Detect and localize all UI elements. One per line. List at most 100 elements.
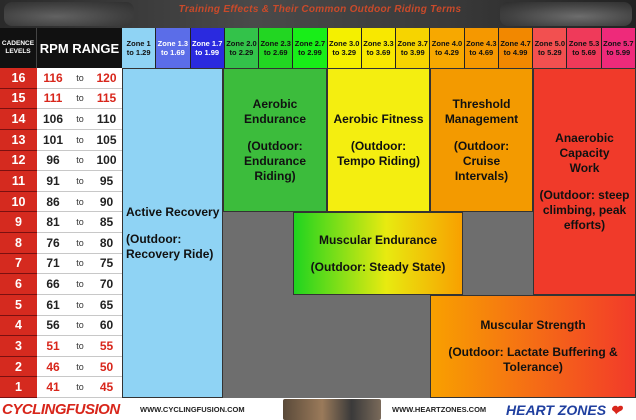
active-recovery-outdoor: (Outdoor: Recovery Ride) [126,231,214,261]
cyclist-photo-right [500,2,632,26]
zone-header-8: Zone 3.3 to 3.69 [361,28,397,68]
rpm-low: 46 [46,359,60,374]
cadence-levels-label: CADENCE LEVELS [1,40,35,55]
cadence-level-cell: 2 [0,356,37,378]
rpm-to: to [76,134,84,145]
aerobic-fitness-outdoor: (Outdoor: Tempo Riding) [336,138,421,168]
aerobic-endurance-block: Aerobic Endurance (Outdoor: Endurance Ri… [223,68,327,212]
rpm-high: 60 [99,318,114,333]
rpm-low: 41 [46,380,60,395]
rpm-to: to [76,217,84,228]
rpm-low: 76 [46,235,60,250]
cadence-level-cell: 1 [0,377,37,398]
zone-header-3: Zone 1.7 to 1.99 [190,28,225,68]
active-recovery-block: Active Recovery (Outdoor: Recovery Ride) [122,68,223,398]
zone-header-1: Zone 1 to 1.29 [122,28,157,68]
rpm-to: to [76,320,84,331]
muscular-strength-title: Muscular Strength [480,318,586,332]
cadence-level-cell: 12 [0,150,37,172]
rpm-high: 70 [99,277,114,292]
rpm-low: 96 [46,153,60,168]
zone-header-9: Zone 3.7 to 3.99 [396,28,431,68]
cadence-level-cell: 9 [0,212,37,233]
rpm-high: 80 [99,235,114,250]
rpm-high: 75 [99,256,114,271]
rpm-low: 111 [43,91,63,106]
rpm-high: 110 [96,112,117,127]
zone-header-6: Zone 2.7 to 2.99 [293,28,328,68]
rpm-range-row: 86 to 90 [37,191,122,213]
rpm-low: 86 [46,194,60,209]
rpm-high: 90 [99,194,114,209]
muscular-endurance-block: Muscular Endurance (Outdoor: Steady Stat… [293,212,463,295]
rpm-high: 100 [96,153,117,168]
anaerobic-title: Anaerobic Capacity Work [555,130,614,175]
zone-header-5: Zone 2.3 to 2.69 [259,28,294,68]
cadence-level-cell: 4 [0,315,37,337]
rpm-to: to [76,382,84,393]
heartzones-url-link[interactable]: WWW.HEARTZONES.COM [392,403,512,417]
rpm-high: 120 [96,70,117,85]
zone-header-7: Zone 3.0 to 3.29 [327,28,362,68]
rpm-low: 101 [42,132,64,147]
rpm-low: 66 [46,277,60,292]
rpm-low: 56 [46,318,60,333]
zone-header-13: Zone 5.0 to 5.29 [533,28,568,68]
rpm-to: to [76,279,84,290]
aerobic-fitness-title: Aerobic Fitness [333,111,424,126]
heartzones-logo: HEART ZONES ❤ [506,400,636,420]
zone-header-14: Zone 5.3 to 5.69 [567,28,602,68]
cadence-level-cell: 3 [0,336,37,357]
anaerobic-capacity-block: Anaerobic Capacity Work (Outdoor: steep … [533,68,636,295]
rpm-range-row: 61 to 65 [37,294,122,316]
rpm-low: 81 [46,215,60,230]
rpm-high: 105 [96,132,117,147]
cyclingfusion-logo: CYCLINGFUSION [0,399,130,420]
rpm-range-row: 56 to 60 [37,315,122,337]
footer-cyclist-photo [283,399,381,420]
rpm-low: 51 [46,338,60,353]
rpm-to: to [76,196,84,207]
rpm-high: 85 [99,215,114,230]
cadence-levels-header: CADENCE LEVELS [0,28,37,68]
cyclingfusion-url-link[interactable]: WWW.CYCLINGFUSION.COM [140,403,280,417]
threshold-title: Threshold Management [444,96,519,126]
rpm-to: to [76,155,84,166]
rpm-low: 61 [46,297,60,312]
rpm-low: 71 [46,256,60,271]
muscular-endurance-title: Muscular Endurance [318,232,438,247]
rpm-range-label: RPM RANGE [39,40,120,56]
muscular-endurance-outdoor: (Outdoor: Steady State) [310,259,446,274]
rpm-high: 115 [96,91,117,106]
heartzones-url: WWW.HEARTZONES.COM [392,405,487,414]
rpm-range-row: 111 to 115 [37,88,122,110]
zone-header-12: Zone 4.7 to 4.99 [498,28,534,68]
rpm-low: 106 [42,112,64,127]
active-recovery-title: Active Recovery [126,204,220,219]
cadence-level-cell: 15 [0,88,37,110]
muscular-strength-outdoor: (Outdoor: Lactate Buffering & Tolerance) [448,345,618,374]
rpm-high: 45 [99,380,114,395]
rpm-high: 55 [99,338,114,353]
rpm-to: to [76,361,84,372]
rpm-to: to [76,299,84,310]
cadence-level-cell: 14 [0,109,37,130]
cyclist-photo-left [4,2,134,26]
cadence-level-cell: 16 [0,68,37,89]
rpm-high: 65 [99,297,114,312]
cadence-level-cell: 11 [0,171,37,192]
aerobic-fitness-block: Aerobic Fitness (Outdoor: Tempo Riding) [327,68,430,212]
zone-header-4: Zone 2.0 to 2.29 [224,28,260,68]
rpm-to: to [76,93,84,104]
banner-title: Training Effects & Their Common Outdoor … [178,4,462,15]
rpm-low: 91 [46,173,60,188]
muscular-strength-block: Muscular Strength (Outdoor: Lactate Buff… [430,295,636,398]
rpm-range-row: 81 to 85 [37,212,122,233]
cadence-level-cell: 6 [0,274,37,295]
rpm-range-row: 96 to 100 [37,150,122,172]
cadence-level-cell: 5 [0,294,37,316]
